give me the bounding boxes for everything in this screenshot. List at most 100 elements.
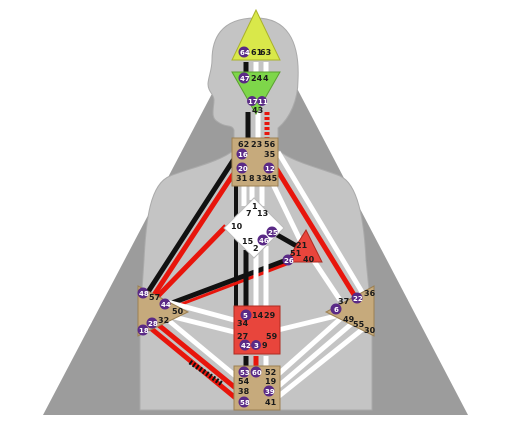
activation-circle bbox=[238, 46, 250, 58]
gate-label-36: 36 bbox=[364, 289, 376, 298]
gate-label-30: 30 bbox=[364, 326, 376, 335]
channel-45-21 bbox=[267, 176, 303, 242]
gate-label-58: 58 bbox=[240, 399, 250, 407]
activation-circle bbox=[247, 96, 257, 106]
channel-40-37 bbox=[309, 256, 343, 302]
channel-10-57 bbox=[156, 224, 228, 298]
activation-circle bbox=[239, 339, 251, 351]
gate-label-53: 53 bbox=[240, 369, 250, 377]
channel-50-27 bbox=[169, 313, 235, 335]
gate-label-5: 5 bbox=[243, 312, 248, 320]
gate-label-49: 49 bbox=[343, 315, 355, 324]
activation-layer bbox=[137, 46, 363, 408]
gate-label-6: 6 bbox=[334, 306, 339, 314]
gate-label-42: 42 bbox=[241, 342, 251, 350]
channel-59-6 bbox=[277, 311, 345, 333]
gate-label-10: 10 bbox=[231, 222, 243, 231]
center-heart bbox=[285, 228, 323, 263]
activation-circle bbox=[263, 385, 275, 397]
center-throat bbox=[231, 137, 279, 187]
activation-circle bbox=[282, 254, 294, 266]
gate-label-24: 24 bbox=[251, 74, 263, 83]
activation-circle bbox=[266, 226, 278, 238]
activation-circle bbox=[236, 148, 248, 160]
activation-circle bbox=[251, 340, 261, 350]
activation-circle bbox=[159, 298, 171, 310]
activation-circle bbox=[240, 309, 252, 321]
gate-label-28: 28 bbox=[148, 320, 158, 328]
activation-circle bbox=[257, 96, 267, 106]
gate-label-25: 25 bbox=[268, 229, 278, 237]
channel-49-19 bbox=[272, 310, 350, 380]
gate-label-62: 62 bbox=[238, 140, 249, 149]
gate-label-9: 9 bbox=[262, 341, 268, 350]
activation-circle bbox=[257, 234, 269, 246]
activation-circle bbox=[137, 287, 149, 299]
gate-label-43: 43 bbox=[252, 106, 263, 115]
gate-label-3: 3 bbox=[254, 342, 259, 350]
gate-label-33: 33 bbox=[256, 174, 267, 183]
gate-label-16: 16 bbox=[238, 151, 248, 159]
gate-label-51: 51 bbox=[290, 249, 302, 258]
gate-label-48: 48 bbox=[139, 290, 149, 298]
gate-label-7: 7 bbox=[246, 209, 252, 218]
gate-label-19: 19 bbox=[265, 377, 277, 386]
gate-label-2: 2 bbox=[253, 244, 259, 253]
activation-circle bbox=[330, 303, 342, 315]
gate-label-64: 64 bbox=[240, 49, 250, 57]
gate-label-55: 55 bbox=[353, 320, 365, 329]
gate-label-29: 29 bbox=[264, 311, 276, 320]
activation-circle bbox=[146, 317, 158, 329]
gate-label-44: 44 bbox=[161, 301, 171, 309]
channel-35-36 bbox=[275, 150, 365, 294]
activation-circle bbox=[351, 292, 363, 304]
activation-circle bbox=[250, 366, 262, 378]
center-g bbox=[223, 197, 285, 259]
gate-label-15: 15 bbox=[242, 237, 254, 246]
channel-26-44 bbox=[163, 255, 293, 309]
gate-label-46: 46 bbox=[259, 237, 269, 245]
gate-label-23: 23 bbox=[251, 140, 262, 149]
channel-55-39 bbox=[272, 318, 358, 392]
gate-label-52: 52 bbox=[265, 368, 276, 377]
channel-18-58 bbox=[146, 324, 240, 402]
activation-circle bbox=[238, 72, 250, 84]
gate-label-27: 27 bbox=[237, 332, 248, 341]
channel-16-48 bbox=[145, 154, 239, 294]
gate-label-32: 32 bbox=[158, 316, 169, 325]
channel-20-57 bbox=[149, 168, 239, 300]
gate-label-57: 57 bbox=[149, 293, 160, 302]
gate-label-41: 41 bbox=[265, 398, 277, 407]
gate-label-56: 56 bbox=[264, 140, 276, 149]
activation-circle bbox=[238, 396, 250, 408]
gate-label-61: 61 bbox=[251, 48, 263, 57]
gate-label-47: 47 bbox=[240, 75, 250, 83]
gate-label-34: 34 bbox=[237, 319, 249, 328]
gate-label-35: 35 bbox=[264, 150, 276, 159]
gate-label-26: 26 bbox=[284, 257, 294, 265]
channel-layer bbox=[145, 62, 366, 402]
gate-label-14: 14 bbox=[252, 311, 264, 320]
channel-28-38 bbox=[148, 316, 240, 392]
activation-circle bbox=[137, 324, 149, 336]
gate-label-20: 20 bbox=[238, 165, 248, 173]
gate-label-11: 11 bbox=[258, 98, 268, 106]
channel-12-22 bbox=[273, 166, 359, 300]
activation-circle bbox=[238, 366, 250, 378]
gate-label-50: 50 bbox=[172, 307, 184, 316]
gate-label-4: 4 bbox=[263, 74, 269, 83]
gate-label-38: 38 bbox=[238, 387, 250, 396]
gate-label-45: 45 bbox=[266, 174, 278, 183]
activation-circle bbox=[236, 162, 248, 174]
gate-label-60: 60 bbox=[252, 369, 262, 377]
channel-32-54-marks bbox=[188, 359, 224, 387]
gate-label-39: 39 bbox=[265, 388, 275, 396]
activation-circle bbox=[263, 162, 275, 174]
channel-26-44-red bbox=[165, 260, 293, 312]
gate-label-31: 31 bbox=[236, 174, 248, 183]
gate-label-17: 17 bbox=[248, 98, 258, 106]
gate-label-54: 54 bbox=[238, 377, 250, 386]
gate-label-18: 18 bbox=[139, 327, 149, 335]
